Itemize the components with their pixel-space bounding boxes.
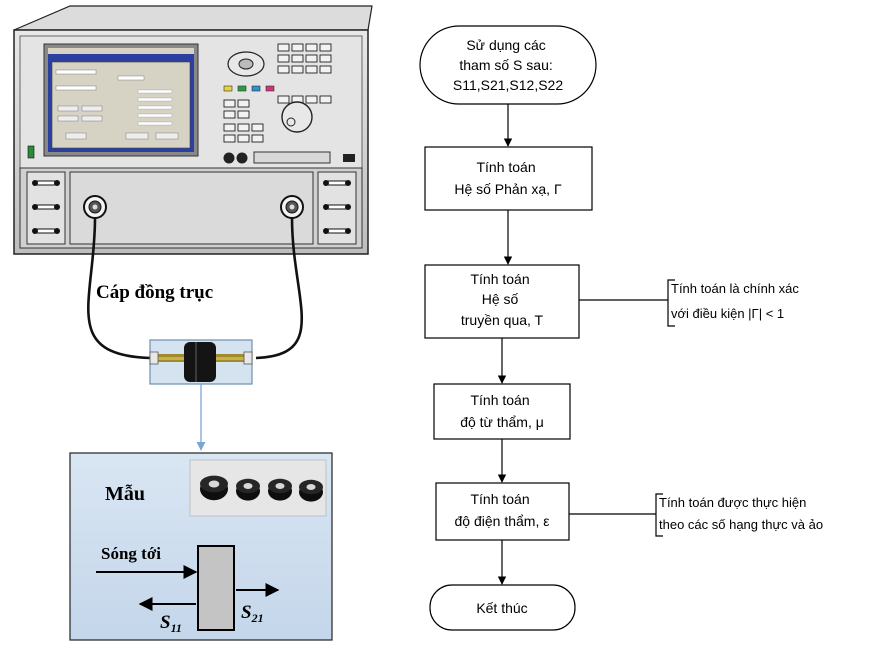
s21-label: S21: [241, 602, 264, 625]
keypad-key: [319, 95, 332, 104]
keypad-key: [305, 43, 318, 52]
port-1-connector: [83, 195, 107, 219]
handle-bar: [325, 180, 349, 186]
step3-text: Tính toán độ từ thẩm, μ: [460, 392, 544, 430]
keypad-key: [251, 123, 264, 132]
handle-bar: [325, 228, 349, 234]
incident-wave-label: Sóng tới: [101, 544, 161, 563]
flowchart: Sử dụng các tham số S sau: S11,S21,S12,S…: [419, 25, 823, 631]
sample-block: [197, 545, 235, 631]
keypad-key: [223, 99, 236, 108]
keypad-key: [237, 134, 250, 143]
handle-end: [54, 204, 60, 210]
note2-bracket: [655, 493, 663, 537]
note2-text: Tính toán được thực hiện theo các số hạn…: [659, 495, 823, 532]
network-analyzer: [13, 5, 373, 255]
handle-end: [345, 180, 351, 186]
handle-end: [54, 180, 60, 186]
sample-toroids: [200, 475, 323, 502]
step-reflection-coefficient: [424, 146, 593, 211]
handle-end: [54, 228, 60, 234]
power-led: [27, 145, 35, 159]
handle-end: [32, 204, 38, 210]
handle-end: [32, 228, 38, 234]
port-indicator: [343, 154, 355, 162]
handle-end: [323, 204, 329, 210]
keypad-key: [251, 134, 264, 143]
step2-text: Tính toán Hệ số truyền qua, T: [461, 271, 544, 328]
handle-end: [323, 180, 329, 186]
handle-end: [345, 204, 351, 210]
analyzer-screen: [43, 43, 199, 157]
disk-slot: [253, 151, 331, 164]
keypad-key: [291, 54, 304, 63]
keypad-key: [277, 65, 290, 74]
start-text: Sử dụng các tham số S sau: S11,S21,S12,S…: [453, 37, 563, 93]
magenta-key: [265, 85, 275, 92]
step-transmission-coefficient: [424, 264, 580, 339]
keypad-key: [237, 123, 250, 132]
navigation-pad: [227, 51, 265, 77]
coaxial-cable-left: [87, 217, 151, 360]
keypad-key: [223, 110, 236, 119]
handle-bar: [34, 180, 58, 186]
handle-bar: [34, 204, 58, 210]
rotary-knob: [281, 101, 313, 133]
blue-key: [251, 85, 261, 92]
keypad-key: [319, 43, 332, 52]
end-terminator: [429, 584, 576, 631]
toroid-hole: [243, 483, 253, 489]
handle-bar: [325, 204, 349, 210]
sample-label: Mẫu: [105, 483, 145, 505]
note1-bracket: [667, 279, 675, 327]
keypad-key: [305, 95, 318, 104]
toroid-hole: [306, 484, 316, 490]
keypad-key: [277, 95, 290, 104]
green-key: [237, 85, 247, 92]
round-button: [223, 152, 235, 164]
keypad: [223, 43, 332, 143]
port-2-connector: [280, 195, 304, 219]
step1-text: Tính toán Hệ số Phản xạ, Γ: [454, 159, 562, 197]
toroid-hole: [275, 483, 285, 489]
handle-end: [32, 180, 38, 186]
sample-holder: [149, 339, 253, 385]
port-handles: [32, 180, 351, 234]
note1-text: Tính toán là chính xác với điều kiện |Γ|…: [671, 281, 803, 321]
keypad-key: [223, 134, 236, 143]
keypad-key: [319, 65, 332, 74]
step4-text: Tính toán độ điện thẩm, ε: [455, 491, 550, 529]
keypad-key: [291, 43, 304, 52]
keypad-key: [277, 54, 290, 63]
keypad-key: [319, 54, 332, 63]
s11-label: S11: [160, 612, 182, 635]
keypad-key: [237, 110, 250, 119]
step-permittivity: [435, 482, 570, 541]
end-text: Kết thúc: [476, 600, 527, 616]
keypad-key: [277, 43, 290, 52]
handle-end: [323, 228, 329, 234]
keypad-key: [237, 99, 250, 108]
round-button: [236, 152, 248, 164]
coaxial-cable-right: [255, 217, 303, 360]
keypad-key: [305, 65, 318, 74]
sample-panel: Mẫu Sóng tới S11 S21: [69, 452, 333, 641]
handle-end: [345, 228, 351, 234]
step-permeability: [433, 383, 571, 440]
cable-label: Cáp đồng trục: [96, 282, 213, 303]
handle-bar: [34, 228, 58, 234]
yellow-key: [223, 85, 233, 92]
keypad-key: [223, 123, 236, 132]
toroid-hole: [208, 480, 220, 488]
keypad-key: [291, 65, 304, 74]
keypad-key: [305, 54, 318, 63]
